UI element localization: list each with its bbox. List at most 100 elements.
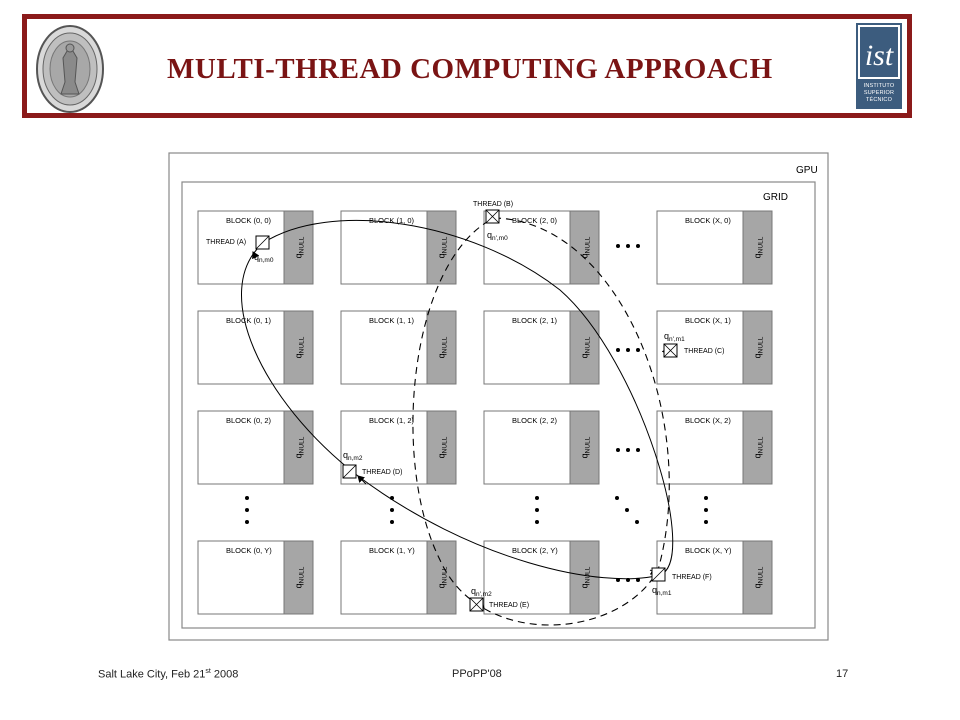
gpu-label: GPU: [796, 165, 818, 176]
null-label-sub: NULL: [299, 436, 306, 453]
grid-block: BLOCK (X, 1)qNULL: [656, 310, 773, 385]
grid-label: GRID: [763, 192, 788, 203]
null-label-main: q: [437, 353, 447, 358]
null-label-main: q: [437, 453, 447, 458]
null-label-sub: NULL: [442, 566, 449, 583]
thread-q-main: q: [254, 252, 259, 262]
null-label-main: q: [294, 583, 304, 588]
ellipsis-dot: [625, 508, 629, 512]
null-label: qNULL: [294, 436, 306, 458]
thread-label: THREAD (E): [489, 602, 529, 609]
null-label-sub: NULL: [758, 336, 765, 353]
grid-block: BLOCK (X, Y) qNULL: [656, 540, 773, 615]
ellipsis-dot: [636, 348, 640, 352]
block-label: BLOCK (1, 1): [369, 316, 415, 325]
thread-label: THREAD (A): [206, 239, 246, 246]
thread-f: THREAD (F)qn,m1: [651, 567, 712, 597]
ellipsis-dot: [535, 508, 539, 512]
thread-q-label: qn',m0: [487, 230, 508, 242]
ellipsis-dot: [626, 348, 630, 352]
block-label: BLOCK (2, 2): [512, 416, 558, 425]
thread-q-sub: n',m2: [476, 591, 492, 598]
ellipsis-dot: [245, 520, 249, 524]
thread-arrow-solid-1: [252, 251, 260, 260]
null-label: qNULL: [580, 336, 592, 358]
thread-d: THREAD (D) qn,m2: [342, 450, 402, 479]
null-label-sub: NULL: [442, 236, 449, 253]
null-column: [569, 310, 600, 385]
ellipsis-dot: [535, 520, 539, 524]
ellipsis-dot: [636, 244, 640, 248]
grid-block: BLOCK (1, 2)qNULL: [340, 410, 457, 485]
ellipsis-dot: [616, 244, 620, 248]
thread-hatch: [485, 209, 500, 224]
block-label: BLOCK (1, Y): [369, 546, 415, 555]
null-label-main: q: [294, 353, 304, 358]
thread-hatch: [255, 235, 270, 250]
null-column: [426, 410, 457, 485]
thread-q-main: q: [343, 450, 348, 460]
null-label-main: q: [580, 253, 590, 258]
svg-text:ist: ist: [865, 39, 894, 72]
grid-block: BLOCK (X, 0)qNULL: [656, 210, 773, 285]
null-column: [283, 210, 314, 285]
null-column: [283, 540, 314, 615]
grid-block: BLOCK (0, 1)qNULL: [197, 310, 314, 385]
thread-label: THREAD (C): [684, 348, 724, 355]
ellipsis-dot: [245, 508, 249, 512]
null-label-sub: NULL: [585, 236, 592, 253]
null-label-main: q: [580, 583, 590, 588]
thread-q-main: q: [664, 331, 669, 341]
title-banner: MULTI-THREAD COMPUTING APPROACH ist INST…: [22, 14, 912, 118]
ellipsis-dot: [390, 520, 394, 524]
footer-date-suffix: st: [205, 668, 211, 675]
thread-q-sub: n,m2: [348, 455, 363, 462]
block-label: BLOCK (1, 0): [369, 216, 415, 225]
block-label: BLOCK (0, Y): [226, 546, 272, 555]
grid-block: BLOCK (0, 2)qNULL: [197, 410, 314, 485]
null-label-sub: NULL: [299, 566, 306, 583]
thread-q-main: q: [652, 585, 657, 595]
null-column: [742, 410, 773, 485]
ellipsis-dot: [635, 520, 639, 524]
null-label: qNULL: [437, 436, 449, 458]
thread-label: THREAD (D): [362, 469, 402, 476]
null-label-main: q: [580, 453, 590, 458]
grid-block: BLOCK (1, Y)qNULL: [340, 540, 457, 615]
null-label-sub: NULL: [758, 566, 765, 583]
ellipsis-dot: [704, 520, 708, 524]
thread-hatch: [469, 597, 484, 612]
thread-hatch: [651, 567, 666, 582]
ellipsis-dot: [626, 448, 630, 452]
null-label: qNULL: [753, 566, 765, 588]
grid-block: BLOCK (2, 1)qNULL: [483, 310, 600, 385]
thread-q-sub: n',m0: [492, 235, 508, 242]
ist-monogram-icon: ist: [858, 25, 900, 79]
thread-q-sub: n',m1: [669, 336, 685, 343]
grid-block: BLOCK (1, 1) qNULL: [340, 310, 457, 385]
null-column: [283, 310, 314, 385]
grid-block: BLOCK (2, 0)qNULL: [483, 210, 600, 285]
thread-q-label: qn,m1: [652, 585, 672, 597]
thread-hatch: [663, 343, 678, 358]
null-label-main: q: [753, 453, 763, 458]
university-seal-icon: [36, 25, 104, 113]
grid-block: BLOCK (X, 2)qNULL: [656, 410, 773, 485]
null-label-main: q: [753, 253, 763, 258]
block-label: BLOCK (X, Y): [685, 546, 732, 555]
footer-location-date: Salt Lake City, Feb 21st 2008: [98, 668, 238, 681]
ist-line-1: INSTITUTO: [863, 83, 895, 89]
null-column: [569, 540, 600, 615]
thread-a: THREAD (A)qn,m0: [206, 235, 274, 264]
ellipsis-dot: [535, 496, 539, 500]
null-label: qNULL: [437, 336, 449, 358]
grid-block: BLOCK (2, 2) qNULL: [483, 410, 600, 485]
null-label: qNULL: [580, 436, 592, 458]
null-column: [742, 540, 773, 615]
ellipsis-dot: [626, 244, 630, 248]
thread-q-label: qn',m1: [664, 331, 685, 343]
thread-q-label: qn,m2: [343, 450, 363, 462]
null-column: [742, 310, 773, 385]
